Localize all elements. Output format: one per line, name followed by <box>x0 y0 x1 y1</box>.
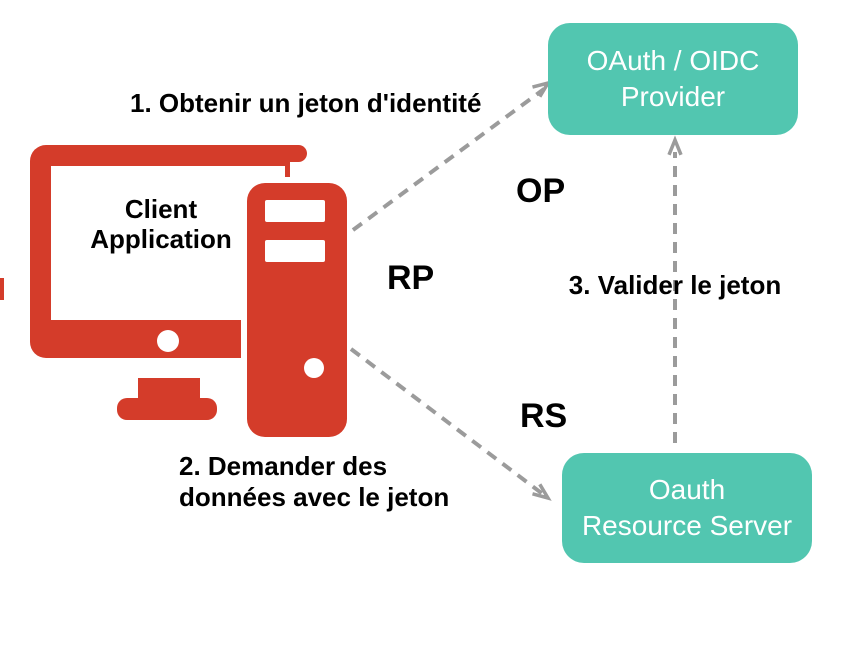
step1-label: 1. Obtenir un jeton d'identité <box>130 88 482 118</box>
monitor-top-bar-icon <box>240 145 307 162</box>
arrow-client-to-resource <box>349 347 546 497</box>
tower-power-button-icon <box>304 358 324 378</box>
monitor-stand-base-icon <box>117 398 217 420</box>
monitor-button-icon <box>157 330 179 352</box>
resource-node-line2: Resource Server <box>581 510 793 541</box>
arrowhead-validate-icon <box>667 135 683 156</box>
arrowhead-to-resource-icon <box>532 483 552 501</box>
step3-label: 3. Valider le jeton <box>568 270 782 300</box>
step2-label-line1: 2. Demander des <box>179 451 388 481</box>
computer-tower-icon <box>247 183 347 437</box>
step2-label: 2. Demander des données avec le jeton <box>179 451 449 513</box>
tower-drive-slot-icon <box>265 200 325 222</box>
edge-artifact <box>0 278 4 300</box>
role-rs-label: RS <box>520 397 568 435</box>
client-label-line2: Application <box>90 224 232 254</box>
oauth-resource-server-node: Oauth Resource Server <box>562 453 812 563</box>
role-rp-label: RP <box>387 259 435 297</box>
monitor-screen <box>51 166 285 320</box>
oauth-oidc-provider-node: OAuth / OIDC Provider <box>548 23 798 135</box>
provider-node-line2: Provider <box>620 81 726 112</box>
provider-node-line1: OAuth / OIDC <box>586 45 760 76</box>
client-application-label: Client Application <box>61 194 261 254</box>
step2-label-line2: données avec le jeton <box>179 482 450 512</box>
resource-node-line1: Oauth <box>648 474 726 505</box>
arrow-client-to-provider <box>351 87 546 232</box>
tower-drive-slot-icon <box>265 240 325 262</box>
role-op-label: OP <box>516 172 566 210</box>
client-label-line1: Client <box>124 194 198 224</box>
